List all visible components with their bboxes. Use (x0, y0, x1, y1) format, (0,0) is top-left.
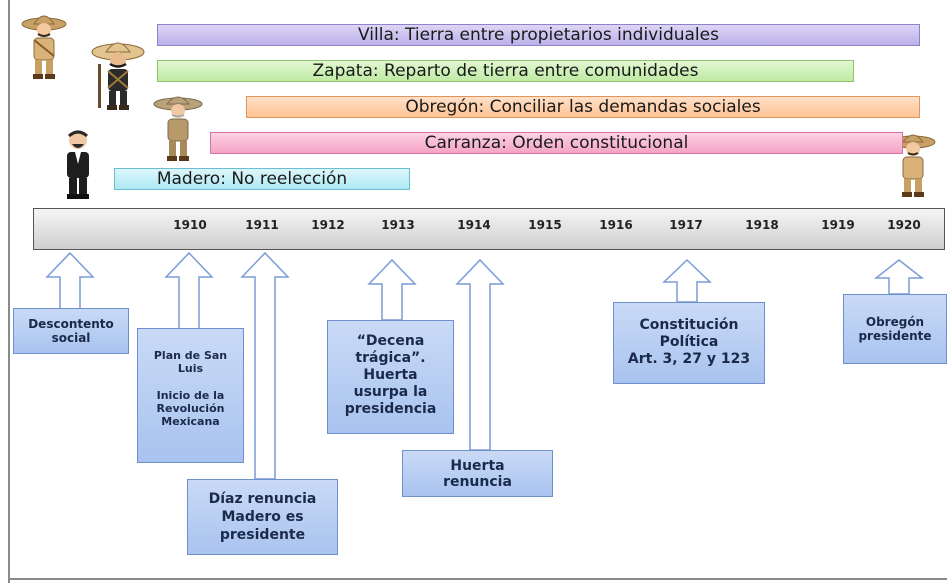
event-constitucion-line2: Política (659, 334, 719, 350)
year-1913: 1913 (381, 218, 415, 232)
year-1920: 1920 (887, 218, 921, 232)
event-decena-line5: presidencia (344, 401, 437, 417)
event-diaz-renuncia: Díaz renuncia Madero es presidente (187, 479, 338, 555)
event-decena-line3: Huerta (363, 367, 418, 383)
event-diaz-line3: presidente (219, 527, 306, 543)
arrow-huerta-renuncia (455, 258, 505, 451)
event-descontento-social: Descontento social (13, 308, 129, 354)
event-descontento-line1: Descontento (28, 317, 114, 331)
event-descontento-line2: social (51, 331, 91, 345)
event-plan-line4: Inicio de la (156, 389, 225, 402)
frame-bottom-border (8, 578, 947, 580)
obregon-figure (153, 96, 203, 161)
event-huerta-line1: Huerta (450, 458, 505, 474)
carranza-policy-label: Carranza: Orden constitucional (424, 133, 689, 153)
madero-figure (67, 130, 89, 199)
event-decena-tragica: “Decena trágica”. Huerta usurpa la presi… (327, 320, 454, 434)
event-obregon-line1: Obregón (865, 315, 925, 329)
arrow-diaz-renuncia (240, 251, 290, 480)
villa-figure (21, 15, 67, 79)
carranza-policy-bar: Carranza: Orden constitucional (210, 132, 903, 154)
year-1915: 1915 (528, 218, 562, 232)
event-plan-line6: Mexicana (161, 415, 220, 428)
arrow-descontento (45, 251, 95, 310)
year-1911: 1911 (245, 218, 279, 232)
event-decena-line4: usurpa la (353, 384, 428, 400)
frame-left-border (8, 0, 10, 583)
year-1914: 1914 (457, 218, 491, 232)
year-1912: 1912 (311, 218, 345, 232)
year-1919: 1919 (821, 218, 855, 232)
event-huerta-line2: renuncia (443, 474, 512, 490)
event-huerta-renuncia: Huerta renuncia (402, 450, 553, 497)
madero-policy-label: Madero: No reelección (156, 169, 348, 189)
year-1917: 1917 (669, 218, 703, 232)
event-obregon-line2: presidente (858, 329, 932, 343)
villa-policy-label: Villa: Tierra entre propietarios individ… (358, 25, 719, 45)
year-1916: 1916 (599, 218, 633, 232)
event-diaz-line2: Madero es (221, 509, 304, 525)
event-plan-line1: Plan de San (153, 349, 228, 362)
event-plan-san-luis: Plan de San Luis Inicio de la Revolución… (137, 328, 244, 463)
event-diaz-line1: Díaz renuncia (208, 491, 317, 507)
arrow-decena-tragica (367, 258, 417, 321)
year-1910: 1910 (173, 218, 207, 232)
year-1918: 1918 (745, 218, 779, 232)
zapata-policy-label: Zapata: Reparto de tierra entre comunida… (312, 61, 699, 81)
event-plan-line3 (138, 375, 243, 389)
event-constitucion-politica: Constitución Política Art. 3, 27 y 123 (613, 302, 765, 384)
villa-policy-bar: Villa: Tierra entre propietarios individ… (157, 24, 920, 46)
event-plan-line5: Revolución (156, 402, 225, 415)
arrow-obregon-presidente (874, 259, 924, 295)
event-decena-line1: “Decena (356, 333, 425, 349)
event-decena-line2: trágica”. (355, 350, 426, 366)
event-constitucion-line1: Constitución (639, 317, 739, 333)
obregon-policy-label: Obregón: Conciliar las demandas sociales (405, 97, 761, 117)
zapata-figure (91, 42, 145, 110)
zapata-policy-bar: Zapata: Reparto de tierra entre comunida… (157, 60, 854, 82)
event-constitucion-line3: Art. 3, 27 y 123 (627, 351, 751, 367)
madero-policy-bar: Madero: No reelección (114, 168, 410, 190)
arrow-plan-san-luis (164, 251, 214, 330)
event-obregon-presidente: Obregón presidente (843, 294, 947, 364)
obregon-policy-bar: Obregón: Conciliar las demandas sociales (246, 96, 920, 118)
arrow-constitucion (662, 258, 712, 303)
timeline-bar (33, 208, 945, 250)
event-plan-line2: Luis (177, 362, 204, 375)
